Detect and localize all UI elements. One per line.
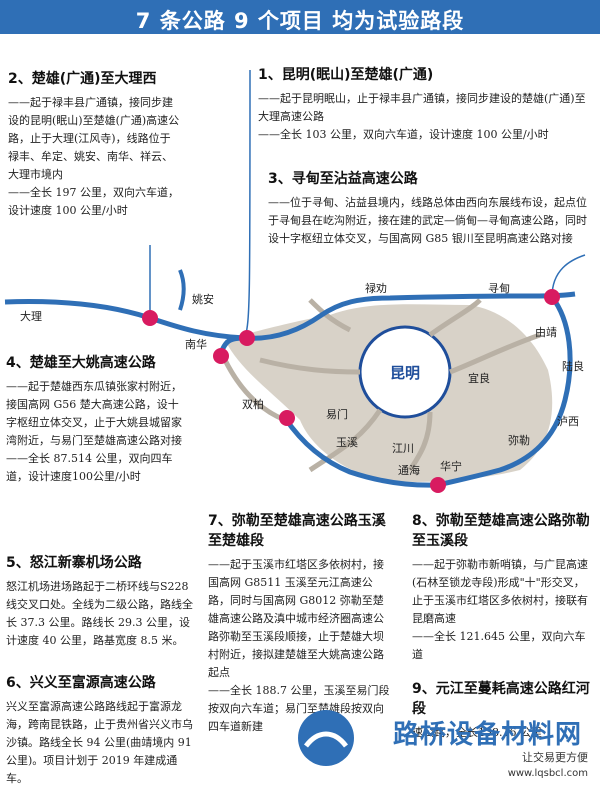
project-1: 1、昆明(眠山)至楚雄(广通) ——起于昆明眠山，止于禄丰县广通镇，接同步建设的… <box>258 64 590 144</box>
project-2: 2、楚雄(广通)至大理西 ——起于禄丰县广通镇，接同步建设的昆明(眠山)至楚雄(… <box>8 68 180 220</box>
station-huaning <box>430 477 446 493</box>
project-1-heading: 1、昆明(眠山)至楚雄(广通) <box>258 67 434 83</box>
project-7: 7、弥勒至楚雄高速公路玉溪至楚雄段 ——起于玉溪市红塔区多依树村，接国高网 G8… <box>208 510 392 736</box>
yaoan-branch <box>178 269 186 311</box>
kunming-label: 昆明 <box>390 364 420 382</box>
project-4-heading: 4、楚雄至大姚高速公路 <box>6 355 156 371</box>
project-3-body: ——位于寻甸、沾益县境内，线路总体由西向东展线布设，起点位于寻甸县在屹沟附近，接… <box>268 196 587 245</box>
project-stations <box>142 289 560 493</box>
city-label: 禄劝 <box>365 281 387 295</box>
city-label: 泸西 <box>557 415 579 428</box>
project-4-note: ——全长 87.514 公里，双向四车道，设计速度100公里/小时 <box>6 452 173 483</box>
project-6-heading: 6、兴义至富源高速公路 <box>6 675 156 691</box>
watermark-slogan: 让交易更方便 <box>522 751 588 764</box>
project-2-heading: 2、楚雄(广通)至大理西 <box>8 71 157 87</box>
project-6: 6、兴义至富源高速公路 兴义至富源高速公路路线起于富源龙海，跨南昆铁路，止于贵州… <box>6 672 194 788</box>
local-roads <box>222 298 541 473</box>
project-9-heading: 9、元江至蔓耗高速公路红河段 <box>412 681 590 717</box>
watermark-url: www.lqsbcl.com <box>507 768 588 779</box>
project-3-heading: 3、寻甸至沾益高速公路 <box>268 171 418 187</box>
project-1-body: ——起于昆明眠山，止于禄丰县广通镇，接同步建设的楚雄(广通)至大理高速公路 <box>258 92 586 123</box>
station-shuangbai <box>279 410 295 426</box>
city-label: 弥勒 <box>508 433 530 447</box>
city-label: 陆良 <box>562 359 584 373</box>
city-label: 双柏 <box>242 397 264 411</box>
watermark-name: 路桥设备材料网 <box>392 720 582 750</box>
station-guangtong <box>239 330 255 346</box>
east-loop-highway <box>437 295 573 488</box>
project-5: 5、怒江新寨机场公路 怒江机场进场路起于二桥环线与S228线交叉口处。全线为二级… <box>6 552 194 650</box>
project-7-note: ——全长 188.7 公里，玉溪至易门段按双向六车道；易门至楚雄段按双向四车道新… <box>208 684 390 733</box>
project-9: 9、元江至蔓耗高速公路红河段 速公路，全长138.16 公里 <box>412 678 592 742</box>
south-highway <box>282 416 439 488</box>
station-xundian <box>544 289 560 305</box>
project-3: 3、寻甸至沾益高速公路 ——位于寻甸、沾益县境内，线路总体由西向东展线布设，起点… <box>268 168 590 248</box>
city-label: 华宁 <box>440 459 462 473</box>
project-8-heading: 8、弥勒至楚雄高速公路弥勒至玉溪段 <box>412 513 590 549</box>
title-banner <box>0 0 600 34</box>
city-label: 通海 <box>398 463 420 477</box>
station-dali <box>142 310 158 326</box>
project-8-note: ——全长 121.645 公里，双向六车道 <box>412 630 586 661</box>
guangtong-branch <box>244 69 251 339</box>
main-highway <box>4 291 576 341</box>
project-2-note: ——全长 197 公里，双向六车道，设计速度 100 公里/小时 <box>8 186 179 217</box>
project-8-body: ——起于弥勒市新哨镇，与广昆高速(石林至锁龙寺段)形成"十"形交叉，止于玉溪市红… <box>412 558 588 625</box>
city-label: 江川 <box>392 442 414 455</box>
project-4-body: ——起于楚雄西东瓜镇张家村附近，接国高网 G56 楚大高速公路，设十字枢纽立体交… <box>6 380 182 447</box>
project-6-body: 兴义至富源高速公路路线起于富源龙海，跨南昆铁路，止于贵州省兴义市乌沙镇。路线全长… <box>6 700 193 785</box>
city-label: 大理 <box>20 309 42 323</box>
station-nanhua <box>213 348 229 364</box>
project-7-heading: 7、弥勒至楚雄高速公路玉溪至楚雄段 <box>208 513 386 549</box>
city-labels: 大理 姚安 南华 禄劝 寻甸 由靖 陆良 宜良 双柏 易门 玉溪 江川 通海 华… <box>20 281 584 477</box>
project-9-body: 速公路，全长138.16 公里 <box>412 726 542 739</box>
page-title: 7 条公路 9 个项目 均为试验路段 <box>135 9 465 33</box>
city-label: 易门 <box>326 407 348 421</box>
project-4: 4、楚雄至大姚高速公路 ——起于楚雄西东瓜镇张家村附近，接国高网 G56 楚大高… <box>6 352 182 486</box>
city-label: 姚安 <box>192 292 214 306</box>
project-5-heading: 5、怒江新寨机场公路 <box>6 555 142 571</box>
project-5-body: 怒江机场进场路起于二桥环线与S228线交叉口处。全线为二级公路，路线全长 37.… <box>6 580 193 647</box>
city-label: 玉溪 <box>336 436 358 449</box>
city-label: 宜良 <box>468 371 490 385</box>
xundian-leader <box>551 254 586 298</box>
project-2-body: ——起于禄丰县广通镇，接同步建设的昆明(眠山)至楚雄(广通)高速公路，止于大理(… <box>8 96 180 181</box>
project-1-note: ——全长 103 公里，双向六车道，设计速度 100 公里/小时 <box>258 128 549 141</box>
project-8: 8、弥勒至楚雄高速公路弥勒至玉溪段 ——起于弥勒市新哨镇，与广昆高速(石林至锁龙… <box>412 510 592 664</box>
city-label: 由靖 <box>535 325 557 339</box>
city-label: 寻甸 <box>488 282 510 295</box>
watermark-logo-icon <box>296 708 356 772</box>
project-7-body: ——起于玉溪市红塔区多依树村，接国高网 G8511 玉溪至元江高速公路，同时与国… <box>208 558 384 679</box>
city-label: 南华 <box>185 337 207 351</box>
